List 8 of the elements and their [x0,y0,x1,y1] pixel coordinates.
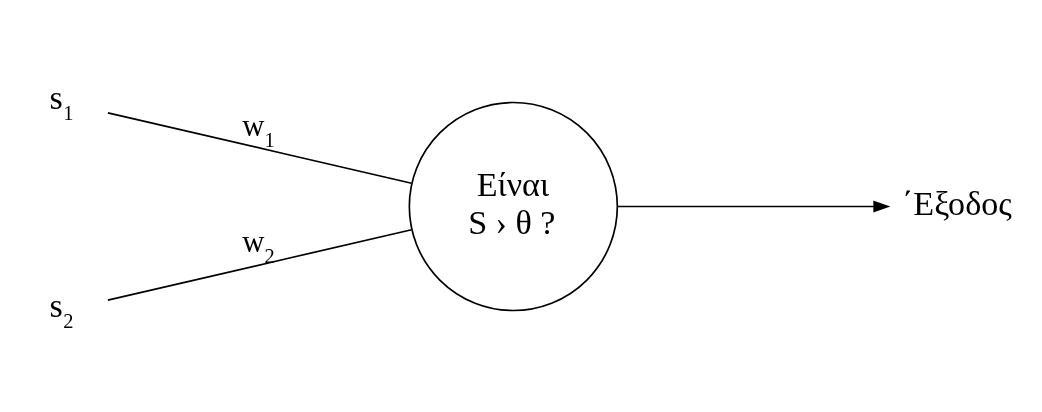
arrow [616,200,891,212]
connector [107,111,413,184]
connector [107,228,413,301]
node-circle: Είναι S › θ ? [408,101,619,311]
node-text: s$_{1}$ [49,78,74,124]
node-text: s$_{2}$ [49,286,74,332]
node-text: ΄Εξοδος [902,184,1012,222]
edge-label: w$_{1}$ [242,108,275,151]
